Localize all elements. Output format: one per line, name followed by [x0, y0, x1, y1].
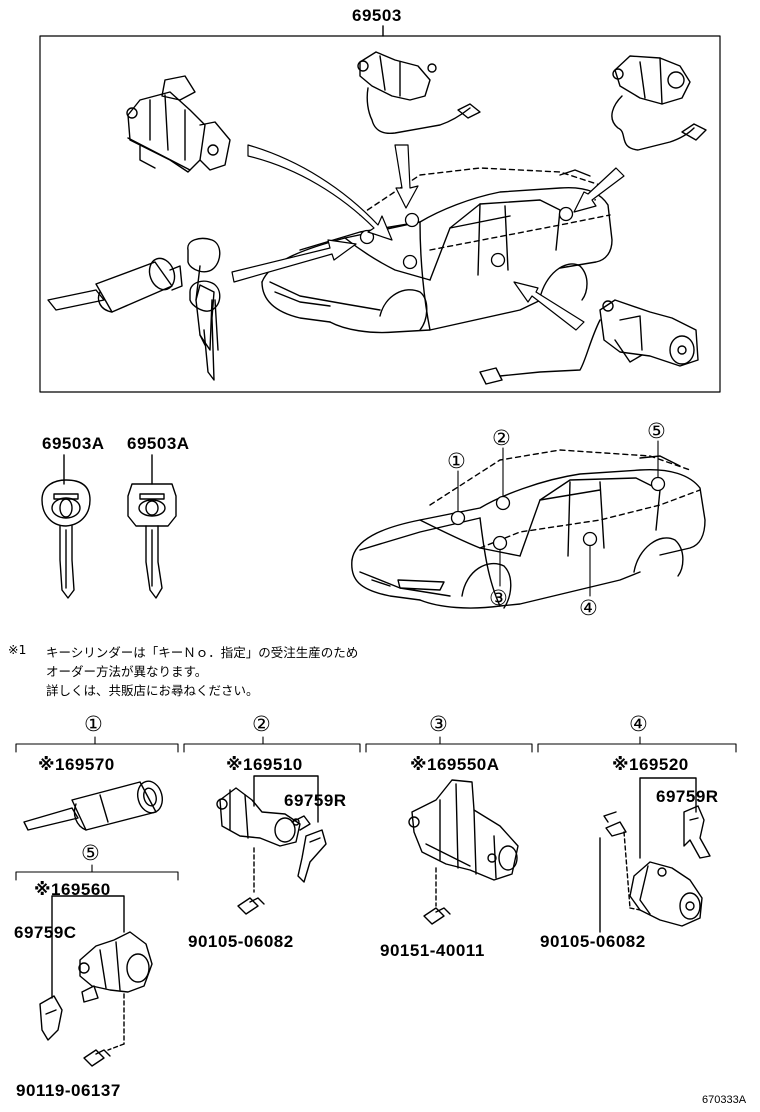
section-brackets	[15, 736, 737, 881]
s5-cylinder-part-number[interactable]: ※169560	[34, 880, 111, 899]
section-1-marker: ①	[84, 713, 104, 736]
section-3-marker: ③	[429, 713, 449, 736]
top-car-illustration	[261, 167, 613, 334]
location-car-illustration	[351, 449, 706, 609]
location-marker-2: ②	[492, 427, 512, 450]
key-right-art	[127, 454, 177, 599]
section-5-marker: ⑤	[81, 842, 101, 865]
location-marker-4: ④	[579, 597, 599, 620]
top-car-location-dots	[359, 206, 574, 270]
section-4-marker: ④	[629, 713, 649, 736]
figure-code: 670333A	[702, 1094, 747, 1106]
top-ignition-cylinder	[47, 237, 221, 381]
top-frame	[39, 35, 721, 393]
top-door-lock-cylinder	[479, 299, 699, 385]
note-line-1: キーシリンダーは「キーＮｏ．指定」の受注生産のため	[46, 645, 359, 660]
top-assembly-part-number[interactable]: 69503	[352, 6, 402, 25]
location-marker-5: ⑤	[647, 420, 667, 443]
note-mark: ※1	[8, 642, 27, 657]
s3-assembly-art	[408, 779, 519, 925]
location-leaders	[457, 440, 659, 597]
s1-cylinder-art	[23, 780, 164, 831]
s4-cylinder-part-number[interactable]: ※169520	[612, 755, 689, 774]
s4-clip-part-number[interactable]: 69759R	[656, 787, 719, 806]
note-line-3: 詳しくは、共販店にお尋ねください。	[46, 683, 259, 698]
key-part-number-left[interactable]: 69503A	[42, 434, 105, 453]
s5-assembly-art	[39, 895, 153, 1067]
section-2-marker: ②	[252, 713, 272, 736]
s2-cylinder-part-number[interactable]: ※169510	[226, 755, 303, 774]
s1-cylinder-part-number[interactable]: ※169570	[38, 755, 115, 774]
top-back-door-lock-actuator	[611, 55, 707, 151]
top-lock-actuator	[126, 75, 231, 173]
s4-bolt-part-number[interactable]: 90105-06082	[540, 932, 646, 951]
note-line-2: オーダー方法が異なります。	[46, 664, 208, 679]
key-part-number-right[interactable]: 69503A	[127, 434, 190, 453]
top-arrows	[231, 144, 625, 331]
s4-assembly-art	[599, 777, 711, 933]
location-marker-3: ③	[489, 587, 509, 610]
s2-bolt-part-number[interactable]: 90105-06082	[188, 932, 294, 951]
s2-assembly-art	[216, 775, 327, 915]
s5-clip-part-number[interactable]: 69759C	[14, 923, 77, 942]
top-rear-lock-actuator	[357, 51, 481, 135]
s2-clip-part-number[interactable]: 69759R	[284, 791, 347, 810]
s3-bolt-part-number[interactable]: 90151-40011	[380, 941, 485, 960]
key-left-art	[41, 454, 91, 599]
s3-cylinder-part-number[interactable]: ※169550A	[410, 755, 500, 774]
location-marker-1: ①	[447, 450, 467, 473]
s5-bolt-part-number[interactable]: 90119-06137	[16, 1081, 121, 1100]
